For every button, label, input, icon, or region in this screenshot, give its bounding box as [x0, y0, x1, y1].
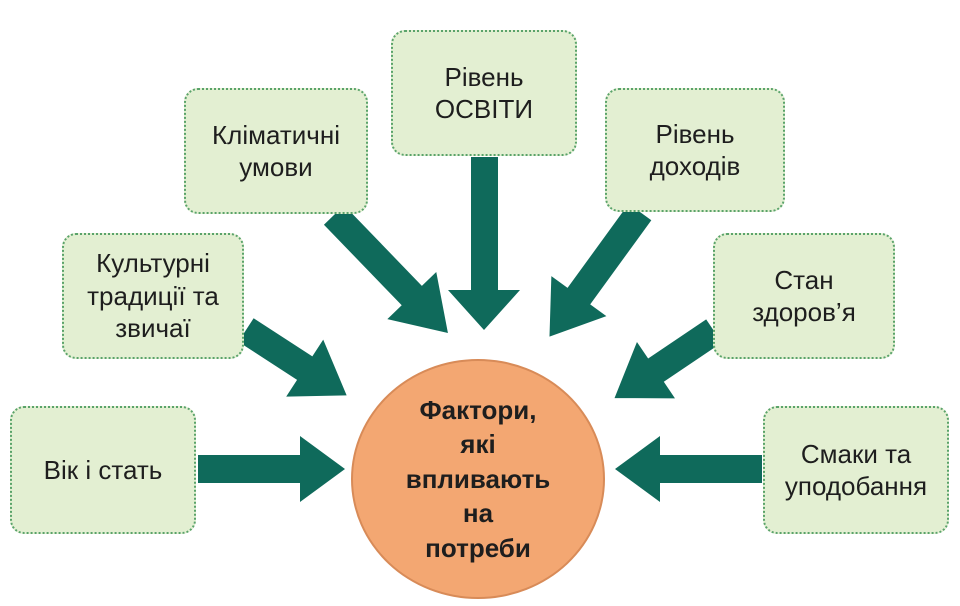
arrow-climate: [323, 205, 448, 333]
arrow-culture: [238, 318, 347, 397]
factor-cultural-traditions: Культурні традиції та звичаї: [62, 233, 244, 359]
factor-tastes-preferences: Смаки та уподобання: [763, 406, 949, 534]
factor-climate: Кліматичні умови: [184, 88, 368, 214]
factor-income-level: Рівень доходів: [605, 88, 785, 212]
central-concept-circle: Фактори, які впливають на потреби: [351, 359, 605, 599]
arrow-education: [448, 157, 520, 330]
factor-age-gender: Вік і стать: [10, 406, 196, 534]
arrow-health: [614, 319, 722, 399]
arrow-tastes: [615, 436, 762, 502]
factor-education-level: Рівень ОСВІТИ: [391, 30, 577, 156]
arrow-age: [198, 436, 345, 502]
factor-health: Стан здоров’я: [713, 233, 895, 359]
arrow-income: [549, 203, 652, 337]
